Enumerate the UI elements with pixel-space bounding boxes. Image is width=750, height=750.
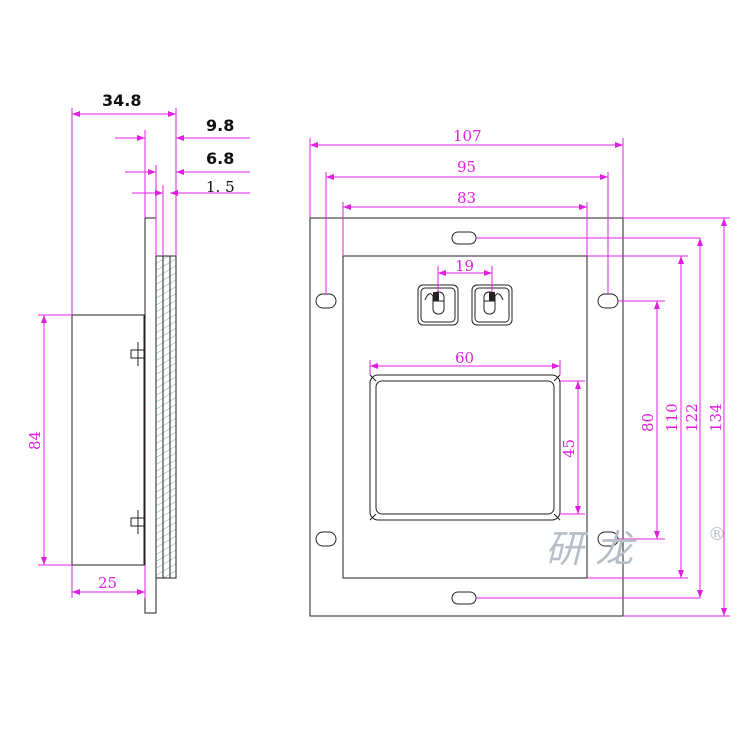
dim-80: 80 [639,413,657,432]
mount-hole-left-top [315,293,337,309]
front-inner-panel [342,255,588,579]
side-body [71,314,145,566]
dim-107: 107 [453,127,482,145]
dim-110: 110 [663,403,681,432]
mount-hole-left-bottom [315,531,337,547]
mount-hole-top [451,231,477,245]
mount-hole-bottom [451,591,477,605]
dim-122: 122 [683,403,701,432]
mount-hole-right-top [597,293,619,309]
dim-19: 19 [455,257,474,275]
dim-6-8: 6.8 [206,149,234,168]
touchpad-inner [375,380,555,515]
touchpad-outer [369,374,561,521]
side-view: 34.8 9.8 6.8 1. 5 84 25 [26,91,250,614]
brand-watermark: 研 龙 [545,527,637,571]
dim-134: 134 [707,403,725,432]
dim-1-5: 1. 5 [206,178,235,196]
dim-25: 25 [98,574,117,592]
side-plate [144,217,157,614]
dim-9-8: 9.8 [206,116,234,135]
dim-60: 60 [455,349,474,367]
dim-34-8: 34.8 [102,91,141,110]
registered-mark: ® [708,524,726,545]
dim-95: 95 [457,158,476,176]
side-overlay-hatched [155,255,177,579]
dim-83: 83 [457,189,476,207]
dim-45: 45 [560,439,578,458]
front-view: 107 95 83 19 60 45 80 [309,127,730,617]
front-outer-plate [309,217,624,617]
dim-84: 84 [26,431,44,450]
right-mouse-button [471,284,513,326]
